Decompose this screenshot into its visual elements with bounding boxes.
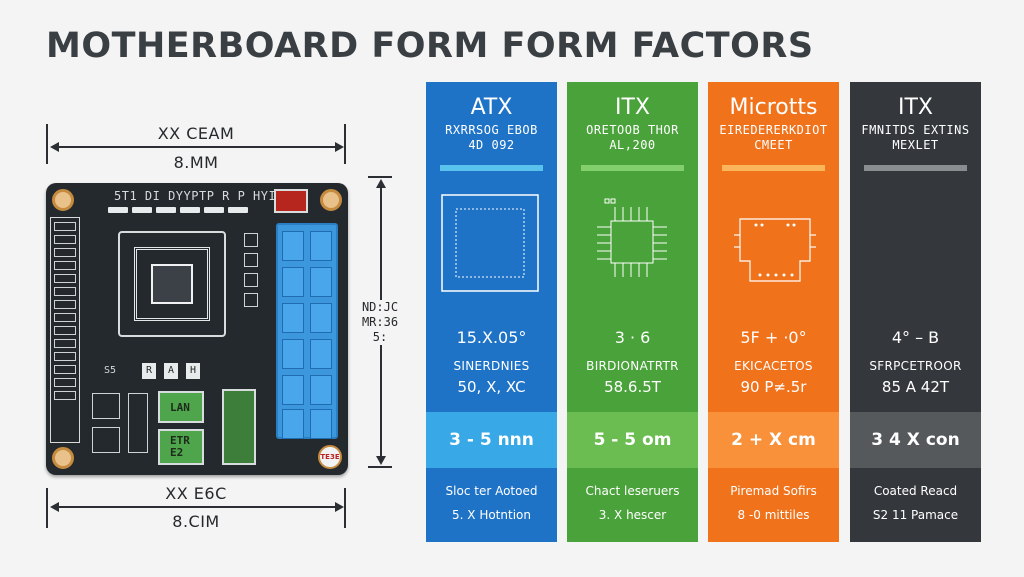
- form-factor-card-atx: ATX RXRRSOG EBOB 4D 092 15.X.05° SINERDN…: [426, 82, 557, 542]
- card-value-secondary: 58.6.5T: [604, 378, 661, 396]
- micro-board-diagram: [734, 218, 816, 282]
- card-subtitle: EIREDERERKDIOT CMEET: [719, 123, 828, 152]
- side-dim-label: ND:JC MR:36 5:: [360, 300, 400, 345]
- board-label-h: H: [186, 363, 200, 379]
- card-subtitle: ORETOOB THOR AL,200: [586, 123, 679, 152]
- form-factor-card-micro: Microtts EIREDERERKDIOT CMEET 5F + ·0° E…: [708, 82, 839, 542]
- card-title: ATX: [470, 95, 513, 120]
- lan-module: LAN: [158, 391, 204, 423]
- card-title: ITX: [898, 95, 933, 120]
- ram-slots: [276, 223, 338, 439]
- card-footer-line1: Sloc ter Aotoed: [445, 484, 538, 498]
- card-footer-line1: Coated Reacd: [873, 484, 958, 498]
- card-footer-line2: 8 -0 mittiles: [737, 508, 810, 522]
- card-subtitle: RXRRSOG EBOB 4D 092: [445, 123, 538, 152]
- card-accent-bar: [581, 165, 684, 171]
- card-title: ITX: [615, 95, 650, 120]
- card-value: 4° – B: [891, 328, 940, 347]
- card-key: SINERDNIES: [453, 359, 530, 373]
- card-footer-line1: Piremad Sofirs: [730, 484, 817, 498]
- mounting-screw: [52, 447, 74, 469]
- card-value: 5F + ·0°: [740, 328, 807, 347]
- card-value-secondary: 50, X, XC: [457, 378, 526, 396]
- card-size-band: 5 - 5 om: [567, 412, 698, 468]
- card-accent-bar: [864, 165, 967, 171]
- card-size-band: 3 - 5 nnn: [426, 412, 557, 468]
- card-key: EKICACETOS: [734, 359, 813, 373]
- card-footer-line1: Chact leseruers: [585, 484, 680, 498]
- card-accent-bar: [722, 165, 825, 171]
- card-footer-line2: 5. X Hotntion: [452, 508, 531, 522]
- board-header-text: 5T1 DI DYYPTP R P HYI 2: [114, 189, 292, 203]
- card-footer-line2: 3. X hescer: [598, 508, 667, 522]
- card-subtitle: FMNITDS EXTINS MEXLET: [861, 123, 970, 152]
- atx-board-diagram: [441, 194, 539, 292]
- top-dim-label: XX CEAM: [157, 124, 235, 143]
- card-key: BIRDIONATRTR: [586, 359, 679, 373]
- card-footer-line2: S2 11 Pamace: [872, 508, 959, 522]
- card-value-secondary: 85 A 42T: [881, 378, 950, 396]
- chipset-block: [222, 389, 256, 465]
- board-small-label: S5: [104, 365, 117, 376]
- card-value: 3 · 6: [614, 328, 651, 347]
- bottom-dim-label: XX E6C: [165, 484, 227, 503]
- card-value: 15.X.05°: [456, 328, 527, 347]
- board-logo: TE3E: [318, 445, 342, 469]
- top-dim-value: 8.MM: [173, 153, 219, 172]
- form-factor-card-itx-dark: ITX FMNITDS EXTINS MEXLET 4° – B SFRPCET…: [850, 82, 981, 542]
- cpu-socket: [118, 231, 226, 337]
- bottom-dim-value: 8.CIM: [172, 512, 220, 531]
- card-value-secondary: 90 P≠.5r: [740, 378, 807, 396]
- form-factor-card-itx: ITX ORETOOB THOR AL,200 3 · 6 BIRDIONATR…: [567, 82, 698, 542]
- io-pin-strip: [50, 217, 80, 443]
- board-label-a: A: [164, 363, 178, 379]
- mounting-screw: [320, 189, 342, 211]
- card-size-band: 3 4 X con: [850, 412, 981, 468]
- expansion-module: ETR E2: [158, 429, 204, 465]
- card-key: SFRPCETROOR: [869, 359, 962, 373]
- cpu-core: [151, 264, 193, 304]
- page-title: MOTHERBOARD FORM FORM FACTORS: [46, 26, 814, 66]
- board-label-r: R: [142, 363, 156, 379]
- card-title: Microtts: [729, 95, 818, 120]
- motherboard-illustration: 5T1 DI DYYPTP R P HYI 2 S5 R A H LAN: [46, 183, 348, 475]
- mounting-screw: [52, 189, 74, 211]
- card-accent-bar: [440, 165, 543, 171]
- card-size-band: 2 + X cm: [708, 412, 839, 468]
- bios-chip: [274, 189, 308, 213]
- itx-chip-diagram: [597, 198, 667, 277]
